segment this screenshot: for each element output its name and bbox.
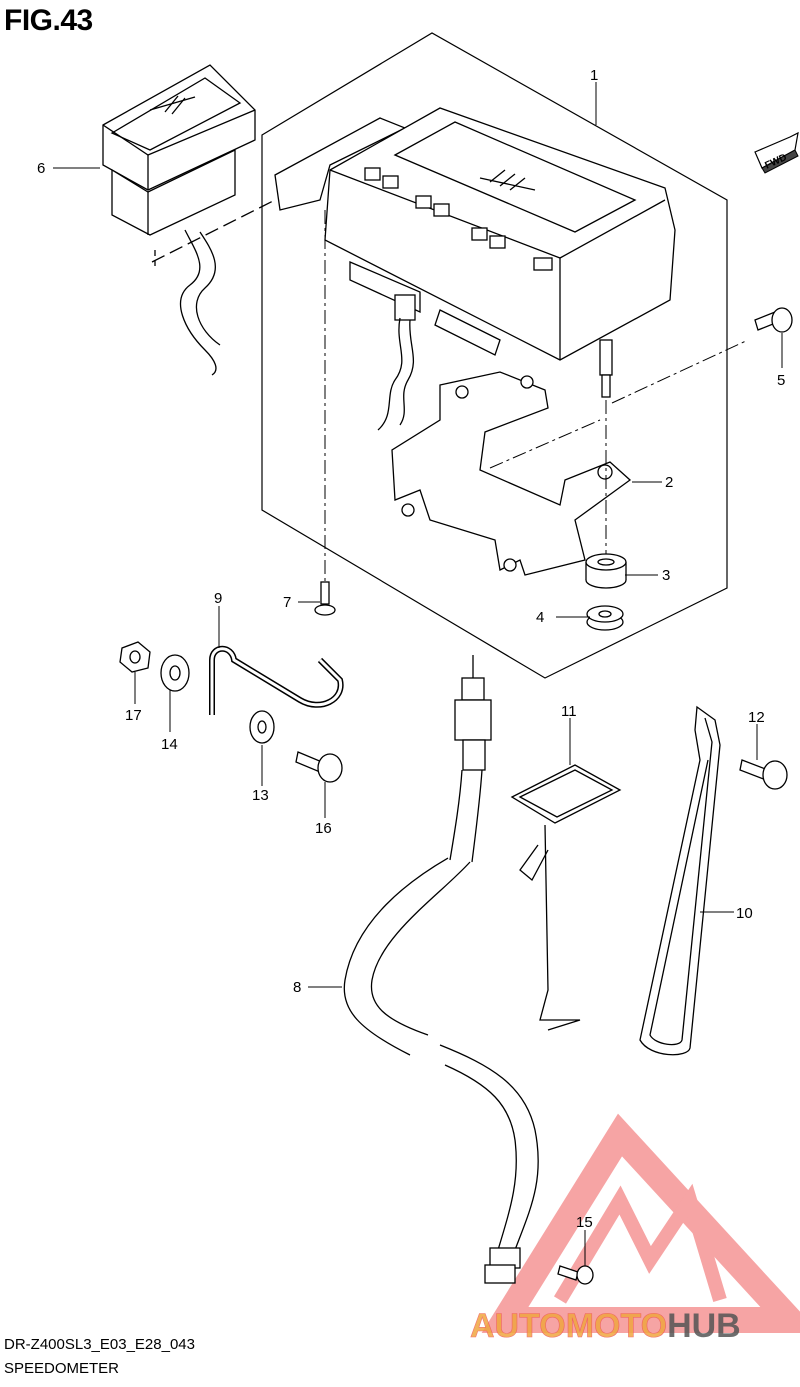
grommet-part	[585, 553, 627, 589]
assembly-outline	[261, 32, 728, 679]
callout-15: 15	[576, 1214, 593, 1231]
callout-5: 5	[777, 372, 785, 389]
bolt-part	[754, 307, 793, 333]
callout-11: 11	[561, 703, 577, 720]
svg-text:AUTOMOTOHUB: AUTOMOTOHUB	[470, 1307, 741, 1345]
model-code: DR-Z400SL3_E03_E28_043	[4, 1336, 195, 1353]
cable-band-part	[639, 705, 721, 1056]
callout-16: 16	[315, 820, 332, 837]
meter-cover-part	[102, 64, 276, 376]
watermark-logo	[481, 1113, 800, 1333]
wire-harness	[377, 317, 403, 431]
diagram-caption: SPEEDOMETER	[4, 1360, 120, 1377]
callout-17: 17	[125, 707, 142, 724]
figure-title: FIG.43	[4, 4, 93, 37]
centre-lines	[324, 210, 749, 585]
fwd-arrow-icon: FWD	[754, 131, 799, 174]
callout-1: 1	[590, 67, 598, 84]
callout-3: 3	[662, 567, 670, 584]
callout-8: 8	[293, 979, 301, 996]
screw-part	[314, 581, 336, 616]
callout-14: 14	[161, 736, 178, 753]
leader-lines	[53, 82, 783, 1266]
pan-screw-part	[295, 751, 343, 783]
watermark-text: AUTOMOTOHUB	[470, 1307, 741, 1346]
meter-bracket-part	[391, 371, 632, 576]
callout-numbers: 1 2 3 4 5 6 7 8 9 10 11 12 13 14 15 16 1…	[37, 67, 785, 1231]
callout-13: 13	[252, 787, 269, 804]
small-screw-part	[557, 1265, 594, 1285]
callout-2: 2	[665, 474, 673, 491]
watermark-part1: AUTOMOTO	[470, 1307, 667, 1345]
washer-part	[160, 654, 190, 692]
flange-nut-part	[586, 605, 624, 631]
bolt-small-part	[739, 759, 788, 790]
cable-clamp-part	[510, 764, 622, 1031]
watermark-part2: HUB	[667, 1307, 741, 1345]
nut-part	[119, 641, 151, 673]
callout-9: 9	[214, 590, 222, 607]
callout-10: 10	[736, 905, 753, 922]
callout-12: 12	[748, 709, 765, 726]
speedometer-unit-part	[274, 107, 676, 398]
speedometer-cable-part	[343, 655, 539, 1284]
callout-7: 7	[283, 594, 291, 611]
callout-4: 4	[536, 609, 544, 626]
washer-small-part	[249, 710, 275, 744]
callout-6: 6	[37, 160, 45, 177]
